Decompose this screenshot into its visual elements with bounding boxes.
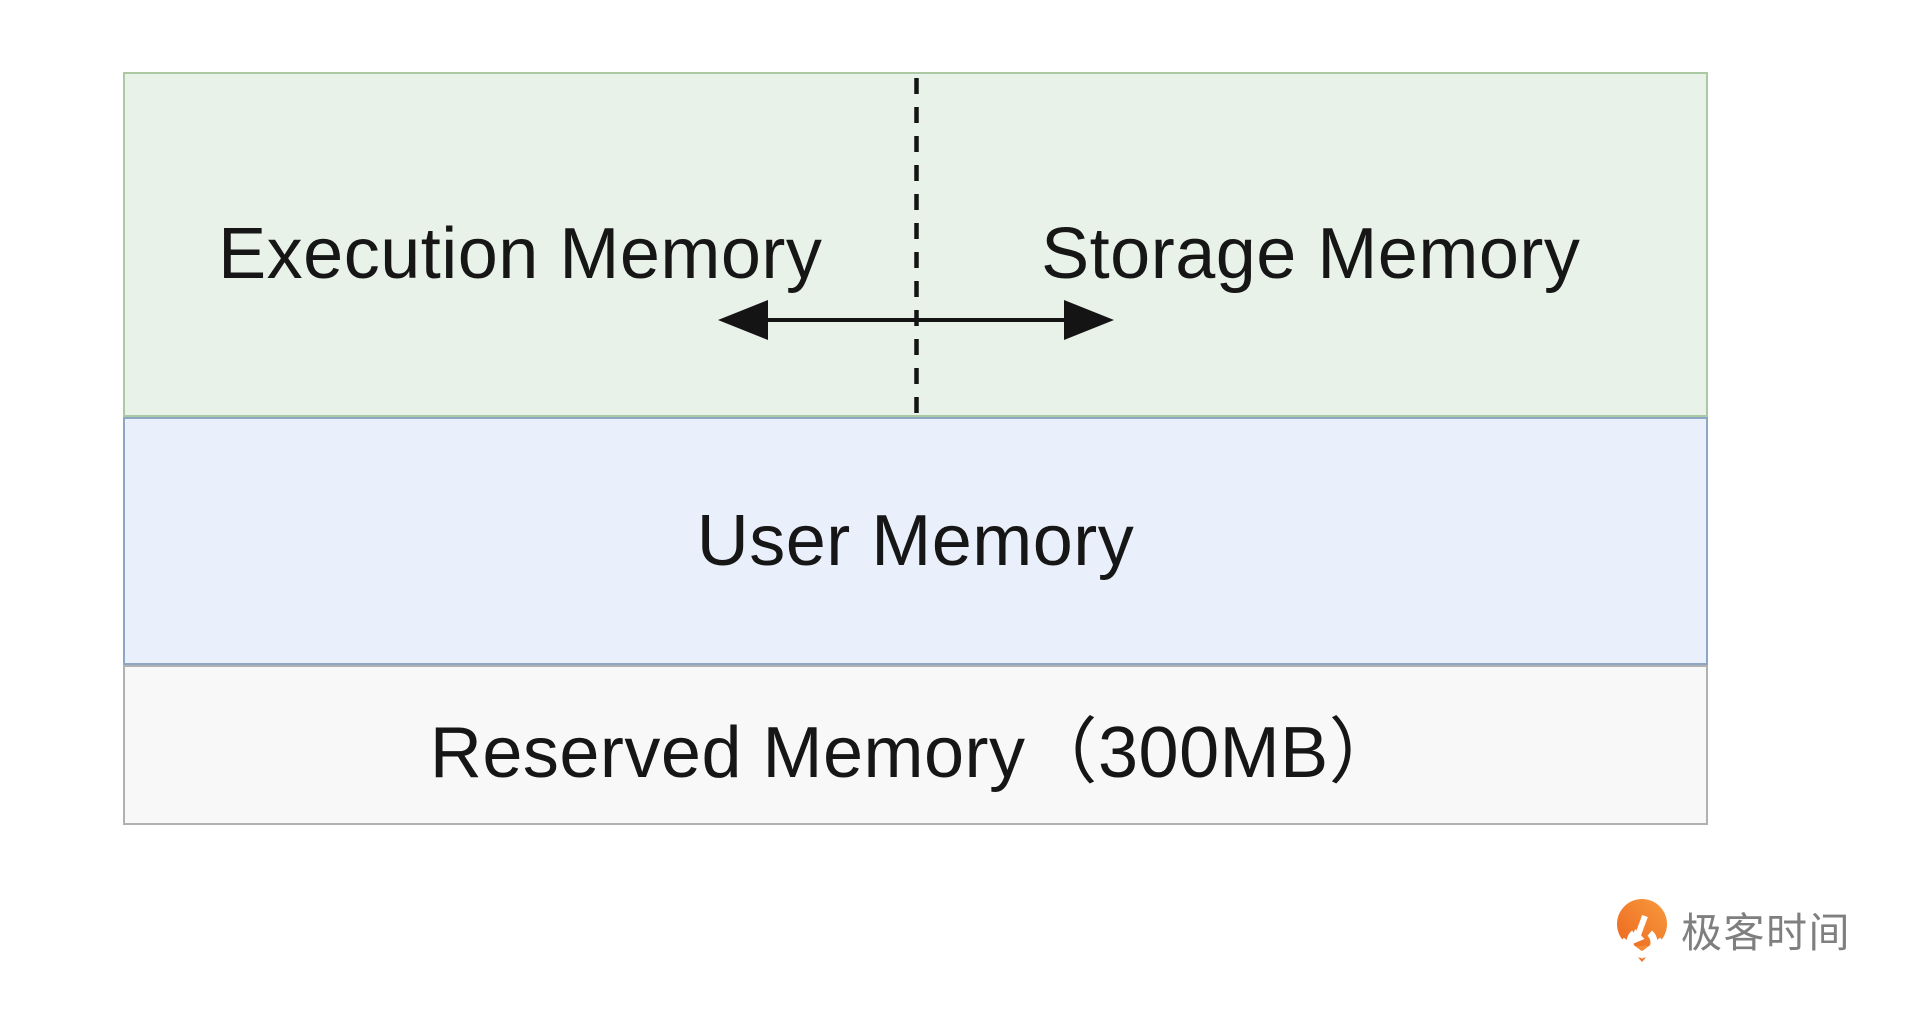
logo-arrow-shaft — [1635, 914, 1648, 937]
execution-memory-label: Execution Memory — [218, 213, 823, 294]
reserved-memory-box: Reserved Memory（300MB） — [123, 665, 1708, 825]
logo-ring — [1626, 930, 1658, 958]
geektime-logo: 极客时间 — [1616, 899, 1851, 963]
storage-memory-label: Storage Memory — [1041, 213, 1581, 294]
arrow-head-left — [717, 300, 768, 340]
user-memory-box: User Memory — [123, 417, 1708, 665]
geektime-logo-icon — [1617, 899, 1667, 962]
execution-memory-region: Execution Memory — [125, 74, 916, 415]
logo-arrow-head — [1630, 929, 1645, 945]
reserved-memory-label: Reserved Memory（300MB） — [429, 712, 1402, 793]
arrow-head-right — [1063, 300, 1114, 340]
memory-boundary-dashed-line — [913, 78, 919, 415]
unified-memory-box: Execution Memory Storage Memory — [123, 72, 1708, 417]
user-memory-label: User Memory — [696, 501, 1135, 581]
storage-memory-region: Storage Memory — [916, 74, 1707, 415]
geektime-logo-text: 极客时间 — [1681, 910, 1851, 956]
double-headed-arrow-icon — [717, 300, 1114, 340]
